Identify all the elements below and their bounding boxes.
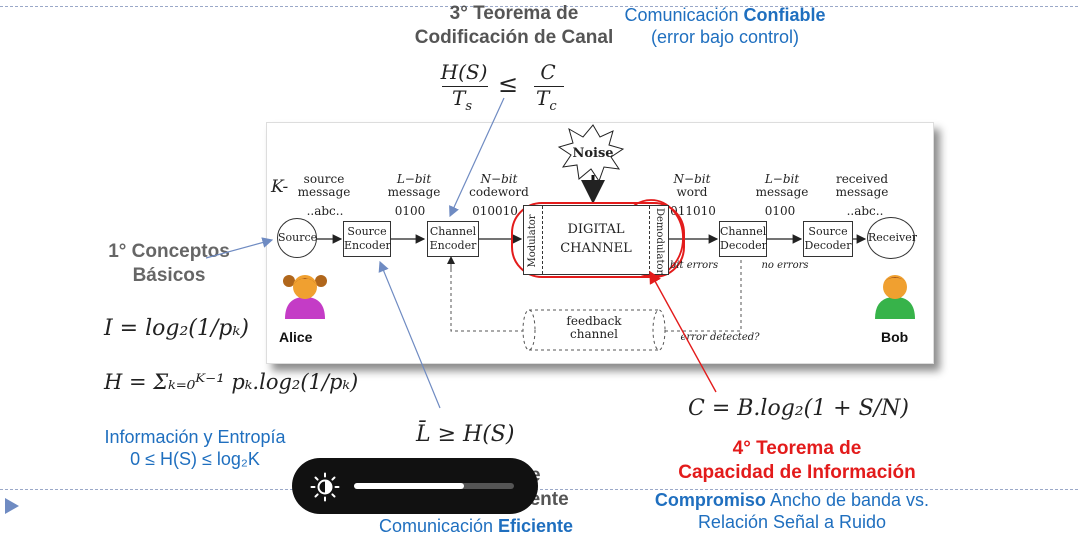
efficient-bold: Eficiente [498,516,574,536]
no-errors-note: no errors [761,260,809,271]
error-detected-note: error detected? [680,332,760,343]
next-slide-arrow-icon[interactable] [5,498,19,514]
source-node: Source [277,218,317,258]
cc-den2: T [536,86,550,110]
k-label: K- [271,177,289,197]
compromise-line2: Relación Señal a Ruido [697,512,887,532]
top-divider [0,6,1078,7]
reliable-bold: Confiable [743,5,826,25]
theorem3-heading: 3° Teorema de Codificación de Canal [398,2,630,50]
cc-num: H(S) [440,60,488,84]
diagram-wires [315,124,867,351]
info-entropy-line2: 0 ≤ H(S) ≤ log₂K [130,449,260,469]
brightness-hud[interactable] [292,458,538,514]
theorem4-line1: 4° Teorema de [732,438,862,459]
cc-den1: T [452,86,466,110]
reliable-communication: Comunicación Confiable (error bajo contr… [600,4,850,48]
efficient-communication: Comunicación Eficiente [356,515,596,537]
channel-coding-formula: H(S) Ts ≤ C Tc [440,60,570,114]
bits-0100-out: 0100 [764,204,796,218]
modulator-block: Modulator [524,206,543,274]
information-formula: I = log₂(1/pₖ) [104,316,249,341]
capacity-formula: C = B.log₂(1 + S/N) [688,396,909,421]
concepts-heading: 1° Conceptos Básicos [94,240,244,288]
compromise-bold: Compromiso [654,490,766,510]
cc-op: ≤ [498,70,519,98]
entropy-formula: H = Σₖ₌₀ᴷ⁻¹ pₖ.log₂(1/pₖ) [104,370,359,394]
bit-errors-note: bit errors [669,260,719,271]
brightness-sun-icon [310,472,340,502]
brightness-track[interactable] [354,483,514,489]
compromise-rest: Ancho de banda vs. [765,490,930,510]
bottom-divider [0,489,1078,490]
concepts-line2: Básicos [132,265,206,286]
bits-abc1: ..abc.. [306,204,344,218]
efficient-prefix: Comunicación [378,516,499,536]
theorem3-line2: Codificación de Canal [414,27,614,48]
source-coding-formula: L̄ ≥ H(S) [416,422,515,447]
bits-010010: 010010 [472,204,518,218]
cc-num2: C [540,60,556,84]
alice-label: Alice [279,329,313,345]
reliable-line2: (error bajo control) [650,27,800,47]
theorem4-heading: 4° Teorema de Capacidad de Información [652,437,942,485]
reliable-prefix: Comunicación [624,5,744,25]
compromise-caption: Compromiso Ancho de banda vs. Relación S… [622,489,962,533]
cc-den2-sub: c [549,99,557,114]
bits-0100: 0100 [394,204,426,218]
demodulator-block: Demodulator [649,206,668,274]
bob-label: Bob [881,329,909,345]
noise-label: Noise [572,146,614,161]
info-entropy-caption: Información y Entropía 0 ≤ H(S) ≤ log₂K [90,426,300,470]
cc-den1-sub: s [465,99,473,114]
theorem4-line2: Capacidad de Información [678,462,916,483]
alice-avatar-icon [283,275,327,319]
theorem3-line1: 3° Teorema de [449,3,579,24]
concepts-line1: 1° Conceptos [108,241,230,262]
bob-avatar-icon [875,275,915,319]
receiver-node: Receiver [867,217,917,259]
brightness-fill [354,483,465,489]
bits-011010: 011010 [670,204,716,218]
bits-abc2: ..abc.. [846,204,884,218]
info-entropy-line1: Información y Entropía [104,427,286,447]
